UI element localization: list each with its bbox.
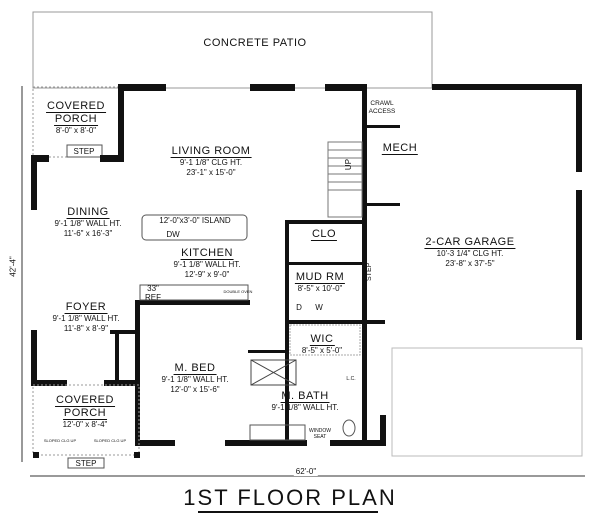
depth-dimension: 42'-4" <box>8 256 18 277</box>
porch-bottom-step-label: STEP <box>75 459 97 468</box>
crawl-access-label: CRAWL ACCESS <box>368 100 396 115</box>
refrigerator-label: 33"REF <box>145 284 161 302</box>
mech-label: MECH <box>381 142 419 155</box>
double-oven-label: DOUBLE OVEN <box>223 289 253 294</box>
plan-title: 1ST FLOOR PLAN <box>183 485 397 510</box>
toilet <box>342 419 356 437</box>
mud-room-step-label: STEP <box>366 262 374 281</box>
stairs <box>327 141 363 218</box>
sloped-ceiling-note-left: SLOPED CLG UP <box>43 438 77 443</box>
shower <box>250 359 297 386</box>
stairs-up-label: UP <box>344 158 354 171</box>
dishwasher-label: DW <box>166 230 180 239</box>
interior-walls <box>110 125 400 445</box>
garage-door <box>391 347 583 457</box>
linen-closet-label: L.C. <box>346 376 356 382</box>
porch-bottom-step <box>67 457 105 469</box>
kitchen-counter <box>139 284 249 301</box>
patio-label: CONCRETE PATIO <box>203 37 307 49</box>
sloped-ceiling-note-right: SLOPED CLG UP <box>93 438 127 443</box>
island-label: 12'-0"x3'-0" ISLAND <box>159 216 231 225</box>
patio-outline <box>32 11 433 89</box>
closet-label: CLO <box>310 228 338 241</box>
dryer-label: D <box>296 303 302 312</box>
window-seat-label: WINDOW SEAT <box>309 428 331 440</box>
porch-top-step-label: STEP <box>73 147 95 156</box>
porch-top-step <box>66 144 103 158</box>
vanity <box>249 424 306 441</box>
washer-label: W <box>315 303 323 312</box>
wic-shelving <box>289 324 361 356</box>
island <box>141 214 248 241</box>
porch-bottom-outline <box>32 384 140 456</box>
exterior-walls <box>31 84 582 446</box>
width-dimension: 62'-0" <box>293 467 319 476</box>
